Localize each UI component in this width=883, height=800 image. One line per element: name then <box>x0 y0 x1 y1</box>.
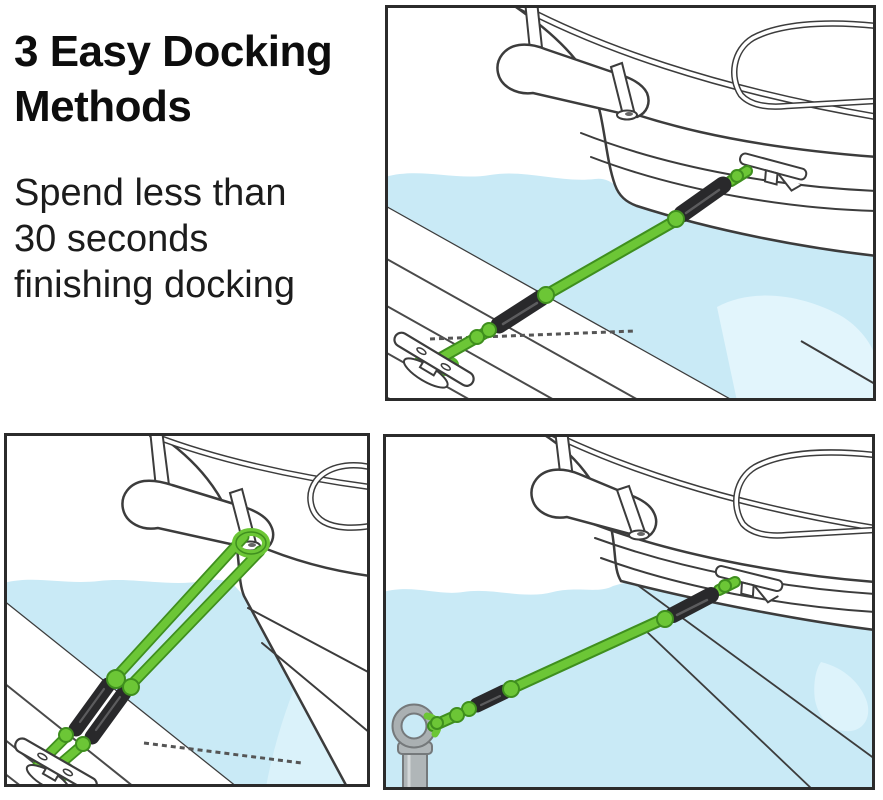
title-line-2: Methods <box>14 82 192 131</box>
dock-cleat <box>393 331 475 389</box>
boat-cleat <box>714 565 784 604</box>
boat <box>121 433 370 787</box>
cockpit-coaming <box>731 20 876 110</box>
bow-platform <box>530 468 658 540</box>
dock-edge-texture <box>429 329 636 341</box>
subtitle-line-1: Spend less than <box>14 172 287 214</box>
panel-docking-method-2 <box>4 433 370 787</box>
subtitle: Spend less than 30 seconds finishing doc… <box>14 170 374 308</box>
bungee-dock-line <box>423 576 741 738</box>
water <box>385 173 876 401</box>
panel-border <box>383 434 875 790</box>
text-block: 3 Easy Docking Methods Spend less than 3… <box>14 24 374 308</box>
water <box>383 582 875 790</box>
snap-hook <box>730 169 744 183</box>
water <box>4 579 347 787</box>
bow-platform <box>121 479 275 553</box>
page-title: 3 Easy Docking Methods <box>14 24 374 134</box>
snubber-sleeve <box>490 289 550 334</box>
panel-docking-method-3 <box>383 434 875 790</box>
title-line-1: 3 Easy Docking <box>14 27 333 76</box>
rail-stanchion-2 <box>609 61 638 121</box>
rail-stanchion-2 <box>615 484 650 541</box>
panel-docking-method-1 <box>385 5 876 401</box>
cockpit-coaming <box>307 462 370 531</box>
panel-border <box>4 433 370 787</box>
boat-cleat <box>738 152 808 192</box>
snap-hook <box>718 579 732 593</box>
boat <box>496 5 876 258</box>
panel-border <box>385 5 876 401</box>
snubber-sleeve <box>469 684 512 713</box>
illustration-single-line-dock-cleat <box>385 5 876 401</box>
snubber-sleeve <box>665 587 719 623</box>
boat <box>530 434 875 632</box>
cockpit-coaming <box>733 449 875 539</box>
subtitle-line-2: 30 seconds <box>14 218 209 260</box>
bow-rail <box>148 433 370 491</box>
snubber-sleeve <box>673 176 732 223</box>
bow-rail <box>545 434 875 532</box>
illustration-doubled-line-dock-cleat <box>4 433 370 787</box>
bow-platform <box>496 43 650 119</box>
subtitle-line-3: finishing docking <box>14 264 295 306</box>
illustration-line-mooring-ring <box>383 434 875 790</box>
